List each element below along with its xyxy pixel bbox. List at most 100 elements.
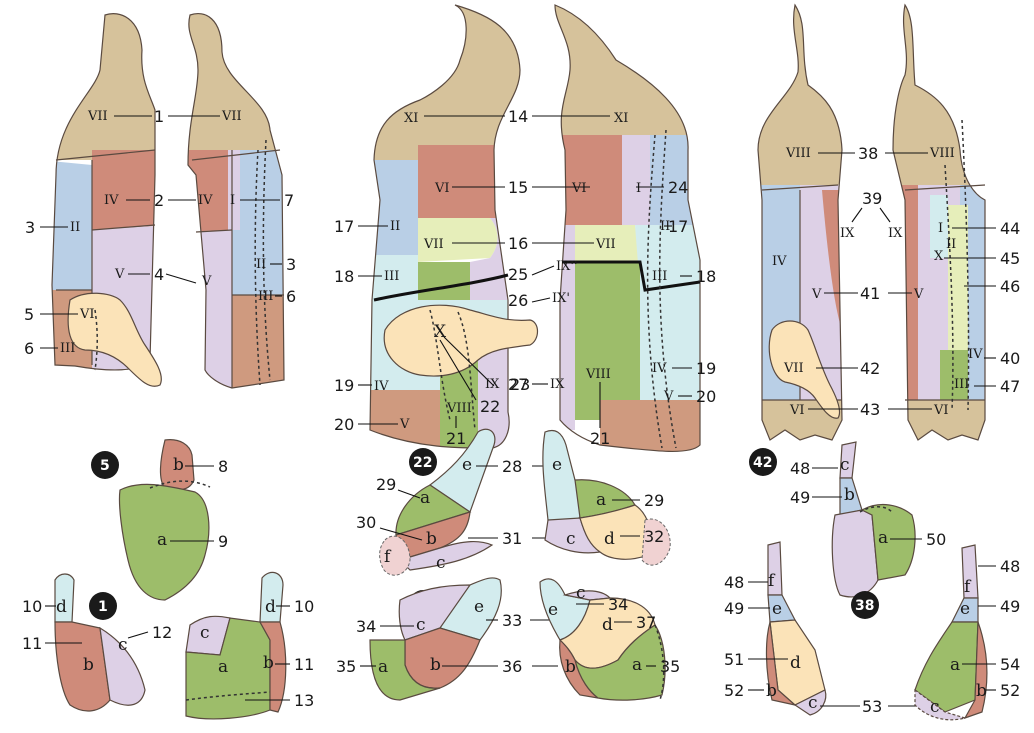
- letter-c-1l: c: [118, 635, 128, 655]
- callout-18b: 18: [696, 267, 716, 286]
- letter-b-38r: b: [976, 681, 987, 701]
- letter-a-38r: a: [950, 655, 960, 675]
- callout-10a: 10: [22, 597, 42, 616]
- callout-12: 12: [152, 623, 172, 642]
- callout-3b: 3: [286, 255, 296, 274]
- callout-31: 31: [502, 529, 522, 548]
- callout-45: 45: [1000, 249, 1020, 268]
- letter-e-22l: e: [462, 455, 472, 475]
- label-vii-d: VII: [595, 237, 616, 252]
- region-i-d: [622, 135, 650, 225]
- callout-41: 41: [860, 284, 880, 303]
- letter-a-5: a: [157, 530, 167, 550]
- letter-a-22r: a: [596, 490, 606, 510]
- label-iii-c: III: [384, 269, 399, 284]
- region-vii: [40, 0, 170, 160]
- label-ii-b: II: [256, 257, 266, 272]
- label-vi-a: VI: [79, 307, 95, 322]
- label-ix-f: IX: [888, 226, 903, 241]
- label-iv-c: IV: [374, 379, 389, 394]
- label-ix2-d: IX'': [556, 259, 578, 274]
- callout-21b: 21: [590, 429, 610, 448]
- letter-c-22l: c: [436, 553, 446, 573]
- callout-47: 47: [1000, 377, 1020, 396]
- label-vii-c: VII: [423, 237, 444, 252]
- label-v-d: V: [663, 389, 674, 404]
- callout-34b: 34: [608, 595, 628, 614]
- letter-d-22r: d: [604, 529, 615, 549]
- callout-32: 32: [644, 527, 664, 546]
- letter-c-38r: c: [930, 697, 940, 717]
- label-iv-b: IV: [198, 193, 213, 208]
- label-xi-d: XI: [614, 111, 628, 126]
- callout-17a: 17: [334, 217, 354, 236]
- callout-34a: 34: [356, 617, 376, 636]
- region-xi-d: [550, 0, 710, 150]
- letter-b-1l: b: [83, 655, 94, 675]
- label-i-d: I: [636, 181, 641, 196]
- label-iv-d: IV: [652, 361, 667, 376]
- svg-text:5: 5: [100, 458, 110, 474]
- label-v-c: V: [399, 417, 410, 432]
- letter-e-22r: e: [552, 455, 562, 475]
- letter-d-14r: d: [602, 615, 613, 635]
- callout-5: 5: [24, 305, 34, 324]
- callout-4: 4: [154, 265, 164, 284]
- callout-49b: 49: [724, 599, 744, 618]
- callout-43: 43: [860, 400, 880, 419]
- letter-d-1l: d: [56, 597, 67, 617]
- label-iii-a: III: [60, 341, 75, 356]
- callout-49c: 49: [1000, 597, 1020, 616]
- callout-35b: 35: [660, 657, 680, 676]
- badge-42: 42: [749, 448, 777, 476]
- callout-20a: 20: [334, 415, 354, 434]
- callout-6a: 6: [24, 339, 34, 358]
- label-iii-b: III: [258, 289, 273, 304]
- callout-22: 22: [480, 397, 500, 416]
- label-i-b: I: [230, 193, 235, 208]
- badge-22: 22: [409, 448, 437, 476]
- letter-b-42: b: [844, 485, 855, 505]
- svg-text:22: 22: [413, 455, 432, 471]
- svg-text:1: 1: [98, 599, 108, 615]
- letter-a-14l: a: [378, 657, 388, 677]
- callout-28: 28: [502, 457, 522, 476]
- callout-48b: 48: [724, 573, 744, 592]
- callout-13: 13: [294, 691, 314, 710]
- svg-text:42: 42: [753, 455, 772, 471]
- letter-e-38r: e: [960, 599, 970, 619]
- label-vii-e: VII: [783, 361, 804, 376]
- callout-24: 24: [668, 178, 688, 197]
- label-v-b: V: [201, 274, 212, 289]
- callout-26: 26: [508, 291, 528, 310]
- label-v-a: V: [114, 267, 125, 282]
- callout-49a: 49: [790, 488, 810, 507]
- region-xi-c: [360, 0, 530, 160]
- label-ix1-d: IX': [552, 291, 570, 306]
- callout-29b: 29: [644, 491, 664, 510]
- letter-d-1r: d: [265, 597, 276, 617]
- letter-b-1r: b: [263, 653, 274, 673]
- callout-14: 14: [508, 107, 528, 126]
- badge-38: 38: [851, 591, 879, 619]
- region-viii-f: [890, 0, 990, 195]
- callout-40: 40: [1000, 349, 1020, 368]
- label-ii-c: II: [390, 219, 400, 234]
- region-viii-d: [575, 262, 640, 420]
- callout-52b: 52: [1000, 681, 1020, 700]
- letter-a-1r: a: [218, 657, 228, 677]
- region-yellow-f: [948, 205, 968, 350]
- label-vii-b: VII: [221, 109, 242, 124]
- label-vi-c: VI: [434, 181, 450, 196]
- callout-18a: 18: [334, 267, 354, 286]
- piece-14l-b: [405, 628, 480, 688]
- region-ii: [40, 160, 92, 290]
- callout-42: 42: [860, 359, 880, 378]
- label-vi-d: VI: [571, 181, 587, 196]
- label-ix-d: IX: [550, 377, 565, 392]
- region-green-c: [418, 262, 470, 300]
- letter-d-38l: d: [790, 653, 801, 673]
- letter-b-5: b: [173, 455, 184, 475]
- label-vii-a: VII: [87, 109, 108, 124]
